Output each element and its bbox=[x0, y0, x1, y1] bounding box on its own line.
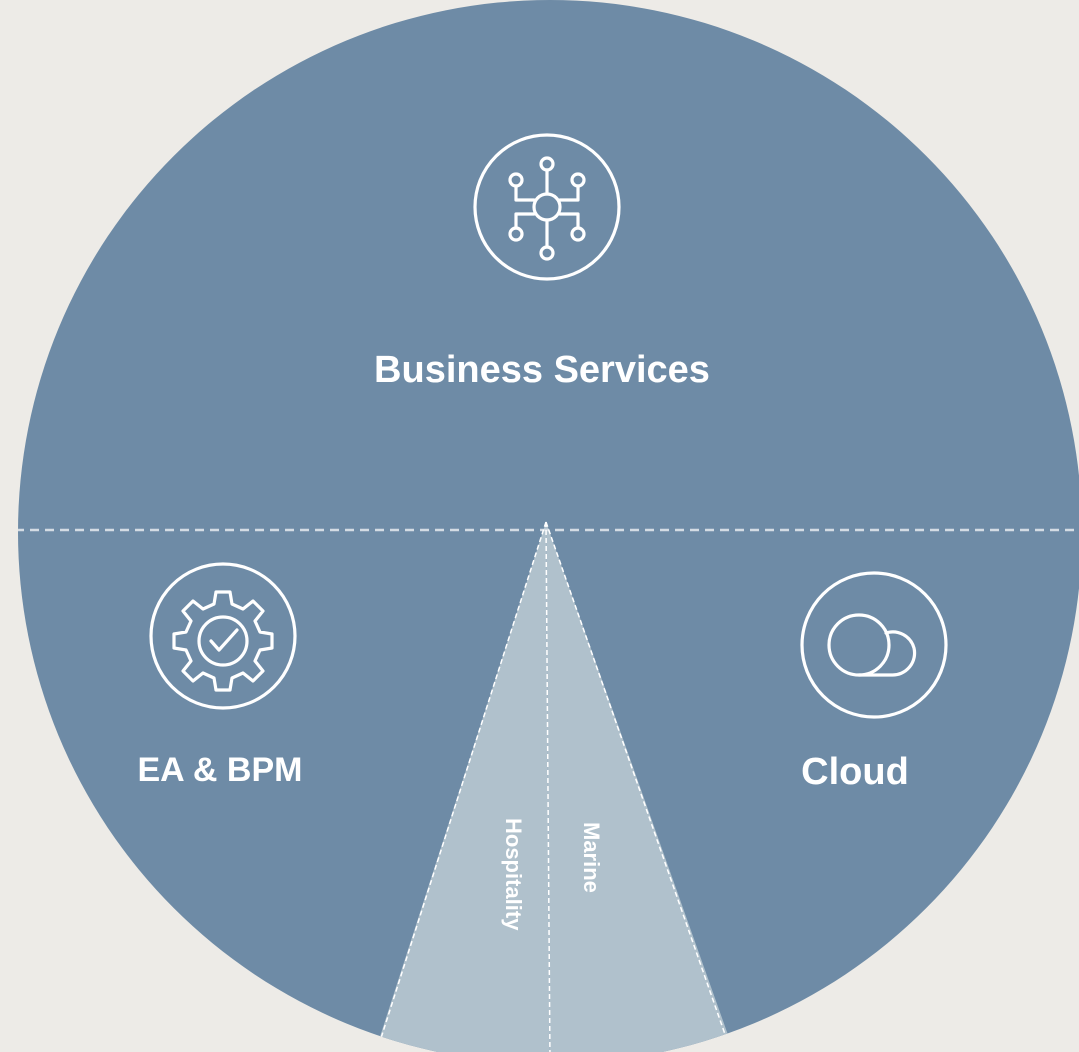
cloud-label[interactable]: Cloud bbox=[801, 751, 909, 793]
hospitality-left-edge bbox=[373, 521, 547, 1052]
gear-check-icon bbox=[149, 562, 297, 710]
hospitality-label[interactable]: Hospitality bbox=[501, 818, 526, 931]
marine-right-edge bbox=[545, 521, 735, 1052]
wedge-center-edge bbox=[545, 521, 551, 1052]
hospitality-wedge[interactable] bbox=[366, 522, 550, 1052]
ea-bpm-label[interactable]: EA & BPM bbox=[138, 751, 303, 789]
business-services-label[interactable]: Business Services bbox=[374, 349, 710, 391]
network-hub-icon bbox=[473, 133, 621, 281]
circle-base bbox=[18, 0, 1079, 1052]
marine-label[interactable]: Marine bbox=[579, 822, 604, 893]
cloud-icon bbox=[800, 571, 948, 719]
